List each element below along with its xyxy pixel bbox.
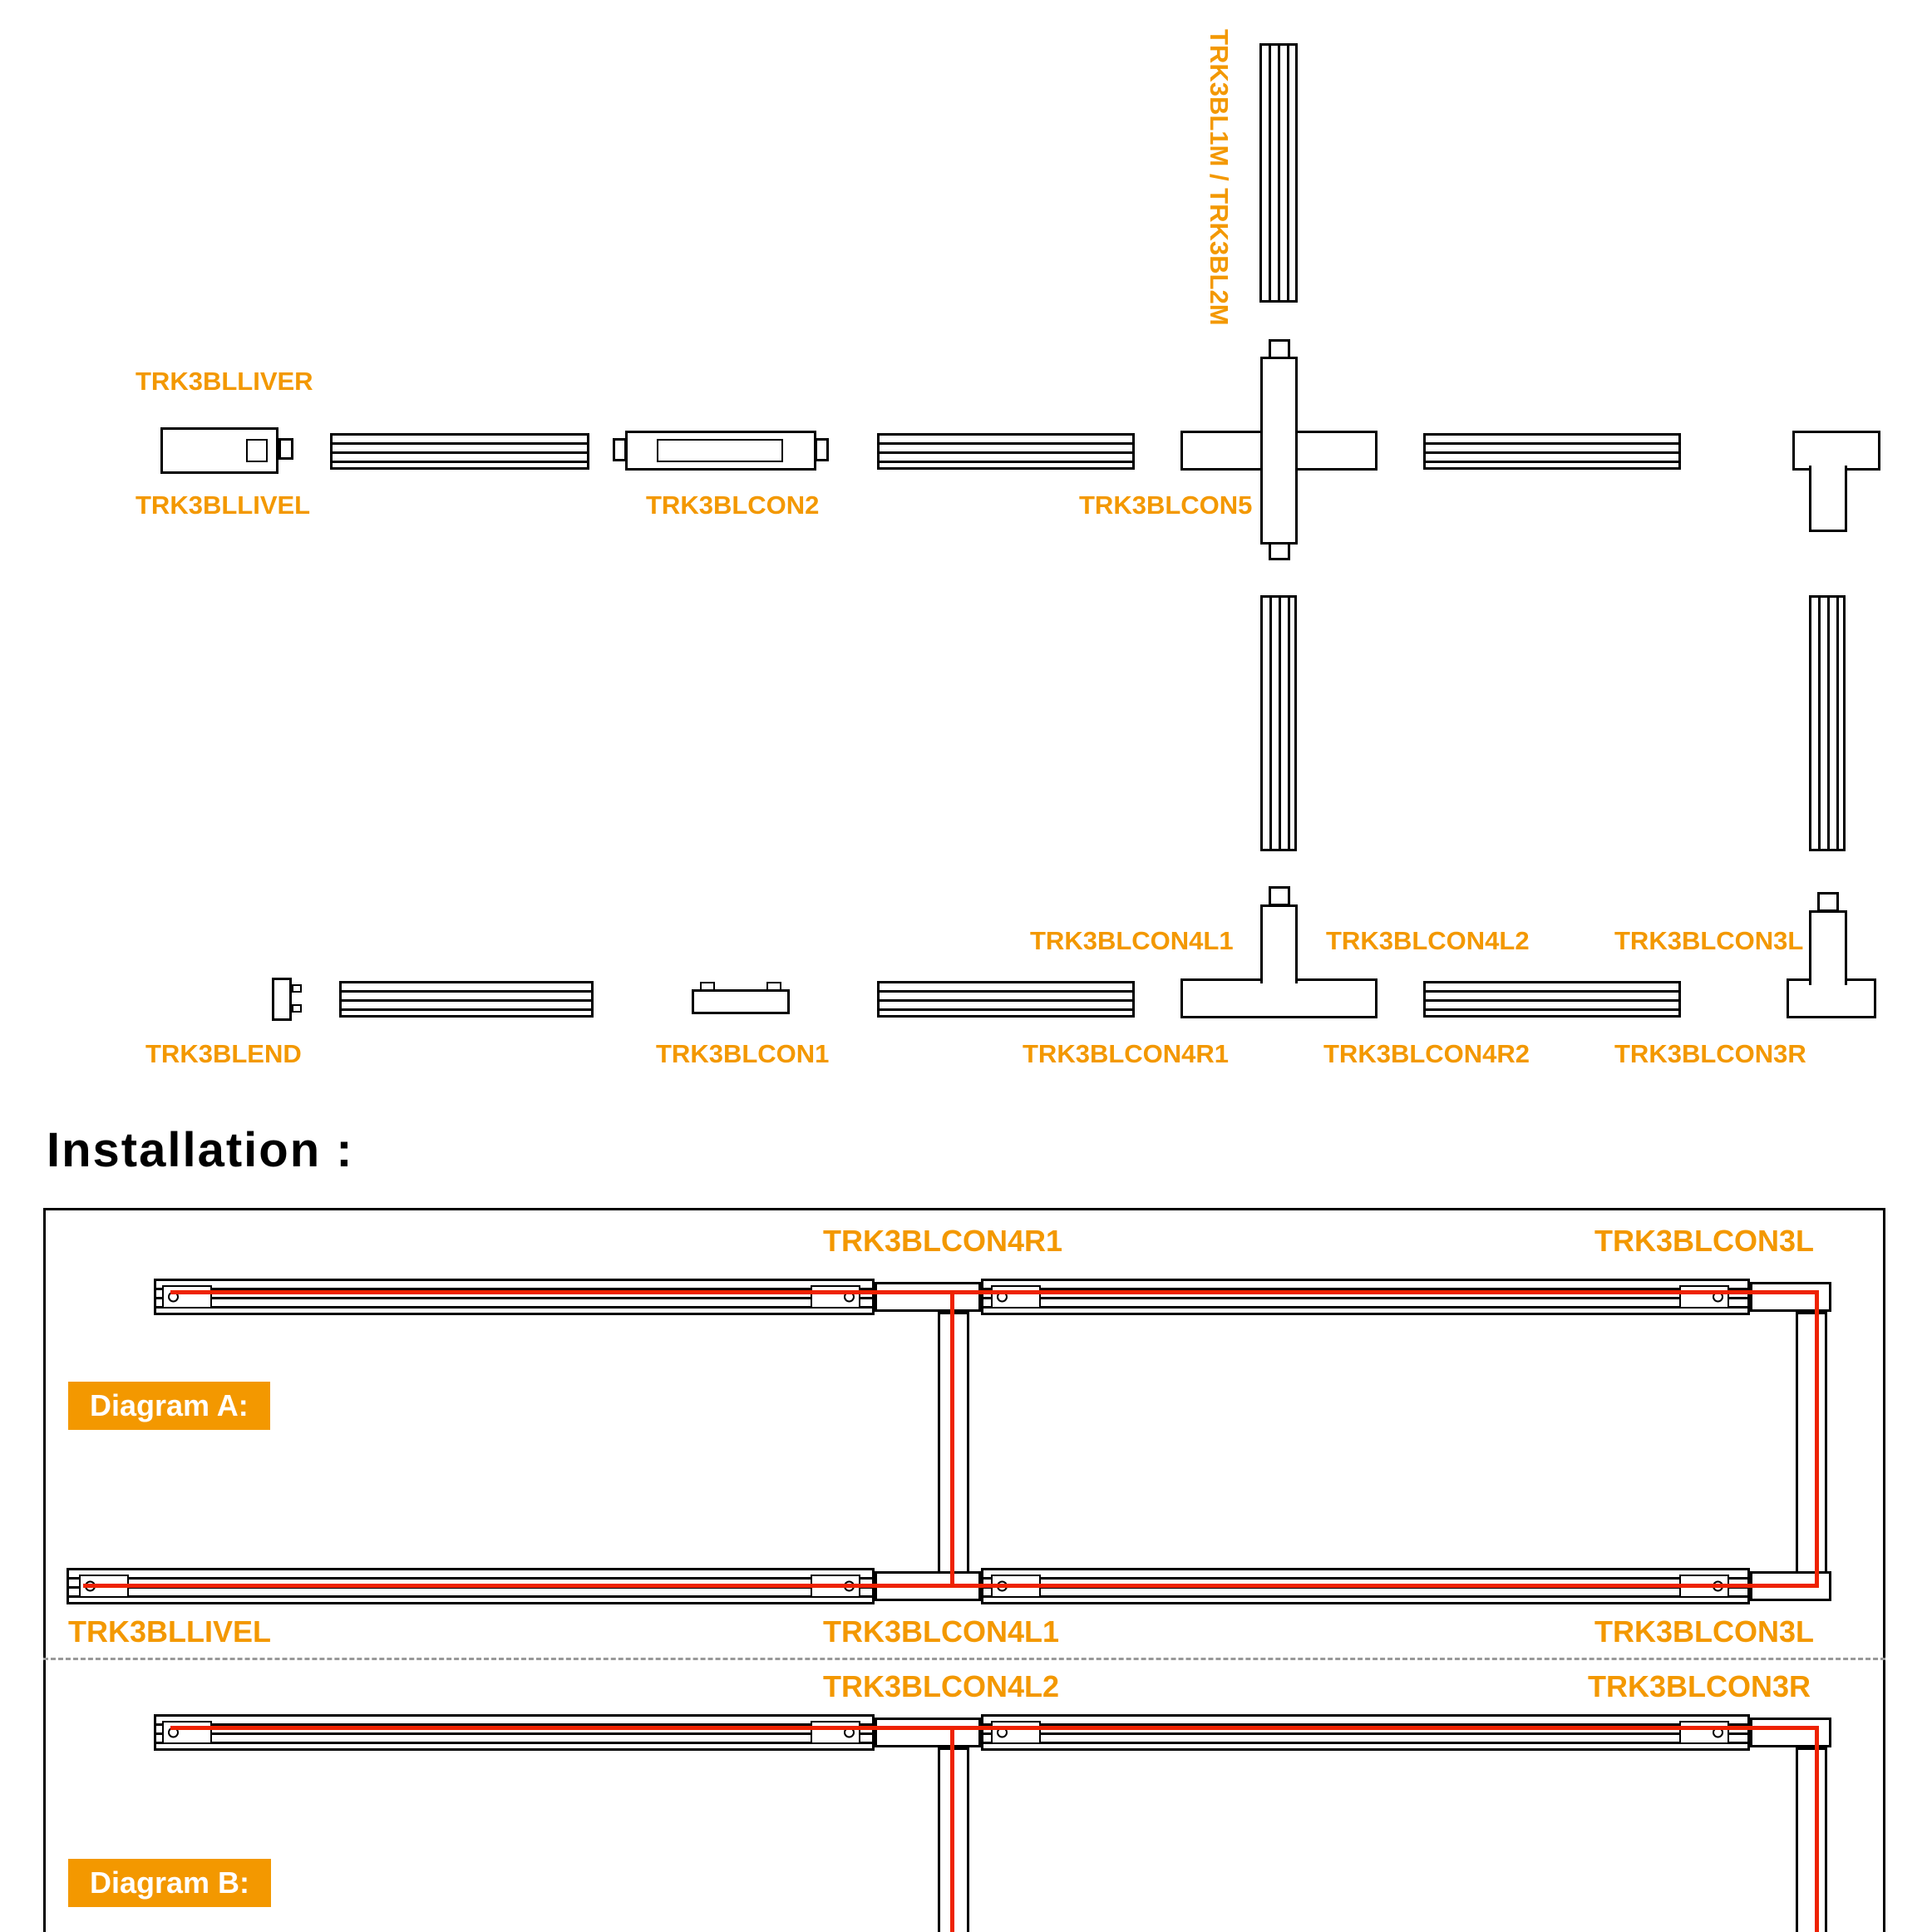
label-trk3bl1m-2m: TRK3BL1M / TRK3BL2M <box>1205 29 1234 326</box>
label-trk3blcon3l: TRK3BLCON3L <box>1614 926 1804 955</box>
connector-t-tip-top <box>1269 886 1290 906</box>
connector-con5-tip-top <box>1269 339 1290 359</box>
label-trk3blend: TRK3BLEND <box>145 1039 302 1068</box>
label-trk3blcon4r1: TRK3BLCON4R1 <box>1023 1039 1230 1068</box>
diagram-a-label-bottom-right: TRK3BLCON3L <box>1594 1614 1815 1649</box>
label-trk3blcon3r: TRK3BLCON3R <box>1614 1039 1806 1068</box>
connector-con1-body <box>692 989 790 1014</box>
diagram-a-endbox-2 <box>811 1285 860 1309</box>
connector-t-joint <box>1263 977 1295 987</box>
diagram-a-label-top-right: TRK3BLCON3L <box>1594 1224 1815 1258</box>
track-piece-vertical-mid-right <box>1809 595 1846 851</box>
track-piece-5 <box>877 981 1135 1018</box>
track-piece-6 <box>1423 981 1681 1018</box>
connector-l-row1-vertical <box>1809 466 1847 532</box>
connector-l-row2-joint <box>1811 975 1845 987</box>
connector-con2-inner <box>657 439 783 462</box>
track-piece-vertical-1m2m <box>1259 43 1298 303</box>
label-trk3blliver: TRK3BLLIVER <box>136 367 313 396</box>
label-trk3blcon1: TRK3BLCON1 <box>656 1039 830 1068</box>
connector-l-row2-tip-top <box>1817 892 1839 912</box>
live-end-detail <box>246 439 268 462</box>
installation-frame <box>43 1208 1885 1932</box>
diagram-a-endbox-3 <box>991 1285 1041 1309</box>
diagram-a-wire-vertical-right <box>1815 1290 1819 1588</box>
end-cap-prong-top <box>292 984 302 993</box>
connector-t-vertical <box>1260 904 1298 983</box>
diagram-a-endbox-1 <box>162 1285 212 1309</box>
diagram-b-corner-top-right <box>1750 1718 1831 1747</box>
diagram-b-endbox-2 <box>811 1721 860 1744</box>
diagram-b-endbox-1 <box>162 1721 212 1744</box>
diagram-a-label-bottom-center: TRK3BLCON4L1 <box>823 1614 1060 1649</box>
diagram-b-label-top-right: TRK3BLCON3R <box>1588 1669 1811 1703</box>
diagram-a-badge: Diagram A: <box>68 1382 270 1430</box>
diagram-a-track-top-left <box>154 1279 875 1315</box>
end-cap-prong-bottom <box>292 1004 302 1013</box>
label-trk3bllivel: TRK3BLLIVEL <box>136 490 311 520</box>
diagram-a-track-top-right <box>981 1279 1750 1315</box>
label-trk3blcon5: TRK3BLCON5 <box>1079 490 1253 520</box>
diagram-a-t-connector-top <box>875 1282 981 1312</box>
diagram-a-corner-top-right <box>1750 1282 1831 1312</box>
track-piece-1 <box>330 433 589 470</box>
diagram-b-endbox-4 <box>1679 1721 1729 1744</box>
diagram-a-label-bottom-left: TRK3BLLIVEL <box>68 1614 272 1649</box>
connector-con5-center <box>1263 433 1295 468</box>
label-trk3blcon4l2: TRK3BLCON4L2 <box>1326 926 1530 955</box>
diagram-a-vertical-connector-right <box>1796 1312 1827 1575</box>
diagram-b-track-top-right <box>981 1714 1750 1751</box>
diagram-b-badge: Diagram B: <box>68 1859 272 1907</box>
diagram-a-wire-bottom <box>83 1584 1819 1588</box>
diagram-a-label-top-center: TRK3BLCON4R1 <box>823 1224 1063 1258</box>
label-trk3blcon4r2: TRK3BLCON4R2 <box>1323 1039 1530 1068</box>
track-piece-2 <box>877 433 1135 470</box>
track-piece-3 <box>1423 433 1681 470</box>
diagram-b-track-top-left <box>154 1714 875 1751</box>
track-piece-vertical-mid-left <box>1260 595 1297 851</box>
live-end-plug <box>278 438 293 460</box>
diagram-a-wire-top <box>170 1290 1818 1294</box>
label-trk3blcon4l1: TRK3BLCON4L1 <box>1030 926 1234 955</box>
diagram-b-vertical-connector-right <box>1796 1747 1827 1932</box>
diagram-b-wire-top <box>170 1726 1818 1730</box>
installation-heading: Installation : <box>47 1123 354 1177</box>
connector-con2-tab-right <box>815 438 829 461</box>
diagram-b-wire-vertical-mid <box>950 1726 954 1932</box>
diagram-b-endbox-3 <box>991 1721 1041 1744</box>
track-piece-4 <box>339 981 594 1018</box>
diagram-b-label-top-center: TRK3BLCON4L2 <box>823 1669 1060 1703</box>
diagram-a-wire-vertical-mid <box>950 1290 954 1588</box>
diagram-b-wire-vertical-right <box>1815 1726 1819 1932</box>
diagram-divider <box>43 1658 1885 1660</box>
connector-l-row1-joint <box>1811 462 1845 474</box>
connector-l-row2-vertical <box>1809 910 1847 985</box>
diagram-b-t-connector-top <box>875 1718 981 1747</box>
label-trk3blcon2: TRK3BLCON2 <box>646 490 820 520</box>
end-cap-body <box>272 978 292 1021</box>
diagram-a-endbox-4 <box>1679 1285 1729 1309</box>
